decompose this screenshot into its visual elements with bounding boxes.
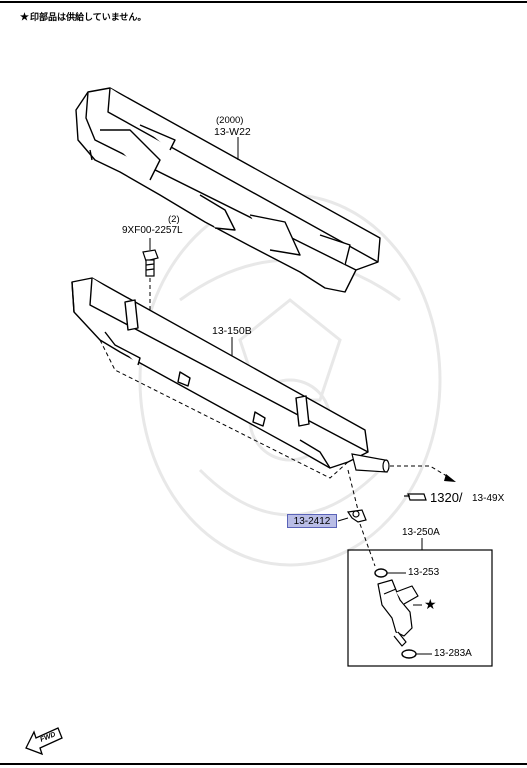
upper-part-label: 13-W22 bbox=[214, 126, 251, 138]
fuel-rail-part bbox=[71, 277, 369, 469]
top-rule bbox=[0, 1, 527, 3]
hose-icon bbox=[404, 493, 427, 501]
bolt-part bbox=[142, 249, 159, 277]
rail-lower-dash bbox=[99, 339, 349, 479]
ref-main-label: 1320/ bbox=[430, 490, 463, 505]
oring-bottom-part bbox=[401, 649, 417, 659]
injector-kit-box bbox=[347, 549, 493, 667]
injector-kit-label: 13-250A bbox=[402, 527, 440, 538]
supply-note-text: 印部品は供給していません。 bbox=[29, 12, 147, 22]
rail-outlet-pipe bbox=[351, 453, 390, 473]
ref-sub-label: 13-49X bbox=[472, 493, 505, 504]
outlet-arrow bbox=[444, 474, 456, 482]
oring-top-label: 13-253 bbox=[408, 567, 440, 578]
not-supplied-star-icon: ★ bbox=[424, 596, 437, 612]
rail-part-label: 13-150B bbox=[212, 325, 252, 337]
injector-part bbox=[377, 579, 419, 647]
bolt-part-label: 9XF00-2257L bbox=[122, 225, 183, 236]
supply-note: ★印部品は供給していません。 bbox=[20, 10, 146, 23]
bottom-rule bbox=[0, 763, 527, 765]
upper-cover-part bbox=[75, 87, 381, 293]
star-icon: ★ bbox=[20, 12, 29, 23]
fwd-arrow-icon bbox=[25, 727, 63, 756]
oring-top-part bbox=[374, 568, 388, 578]
upper-qty-label: (2000) bbox=[216, 115, 244, 126]
highlight-part-label[interactable]: 13-2412 bbox=[287, 514, 337, 528]
clip-part bbox=[346, 509, 367, 523]
bolt-qty-label: (2) bbox=[168, 214, 180, 225]
oring-bottom-label: 13-283A bbox=[434, 648, 472, 659]
